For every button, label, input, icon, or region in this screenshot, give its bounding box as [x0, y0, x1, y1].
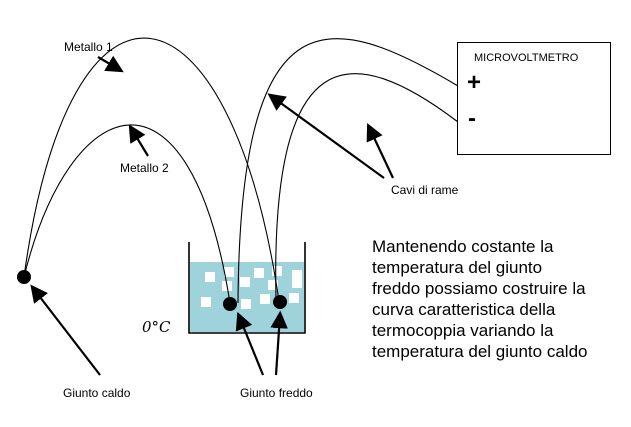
label-zero-celsius: 0°C: [142, 318, 171, 336]
description-line: temperatura del giunto: [372, 258, 543, 277]
label-metallo-1: Metallo 1: [64, 40, 113, 54]
label-giunto-caldo: Giunto caldo: [63, 386, 131, 400]
giunto-caldo-dot: [17, 270, 31, 284]
minus-terminal-label: -: [468, 105, 476, 132]
arrow-metallo-1: [97, 55, 124, 73]
arrow-giunto-caldo: [30, 284, 101, 376]
label-cavi-di-rame: Cavi di rame: [391, 183, 459, 197]
arrow-metallo-2: [128, 124, 149, 157]
wire-copper-plus: [237, 38, 459, 304]
arrow-giunto-freddo-1: [235, 311, 265, 376]
giunto-freddo-dot-1: [223, 297, 237, 311]
description-line: curva caratteristica della: [372, 300, 556, 319]
label-metallo-2: Metallo 2: [120, 161, 169, 175]
label-giunto-freddo: Giunto freddo: [240, 386, 313, 400]
arrow-cavi-left: [267, 93, 385, 179]
arrow-cavi-right: [366, 123, 394, 179]
wire-metallo-1: [23, 37, 280, 302]
wire-copper-minus: [275, 73, 459, 302]
plus-terminal-label: +: [467, 69, 482, 96]
description-line: Mantenendo costante la: [372, 237, 554, 256]
giunto-freddo-dot-2: [273, 295, 287, 309]
arrow-giunto-freddo-2: [270, 310, 288, 376]
description-line: temperatura del giunto caldo: [372, 342, 588, 361]
description-line: termocoppia variando la: [372, 321, 554, 340]
description-text: Mantenendo costante la temperatura del g…: [372, 236, 630, 362]
description-line: freddo possiamo costruire la: [372, 279, 586, 298]
microvoltmeter-box: MICROVOLTMETRO + -: [457, 42, 611, 155]
microvoltmeter-title: MICROVOLTMETRO: [474, 52, 579, 64]
